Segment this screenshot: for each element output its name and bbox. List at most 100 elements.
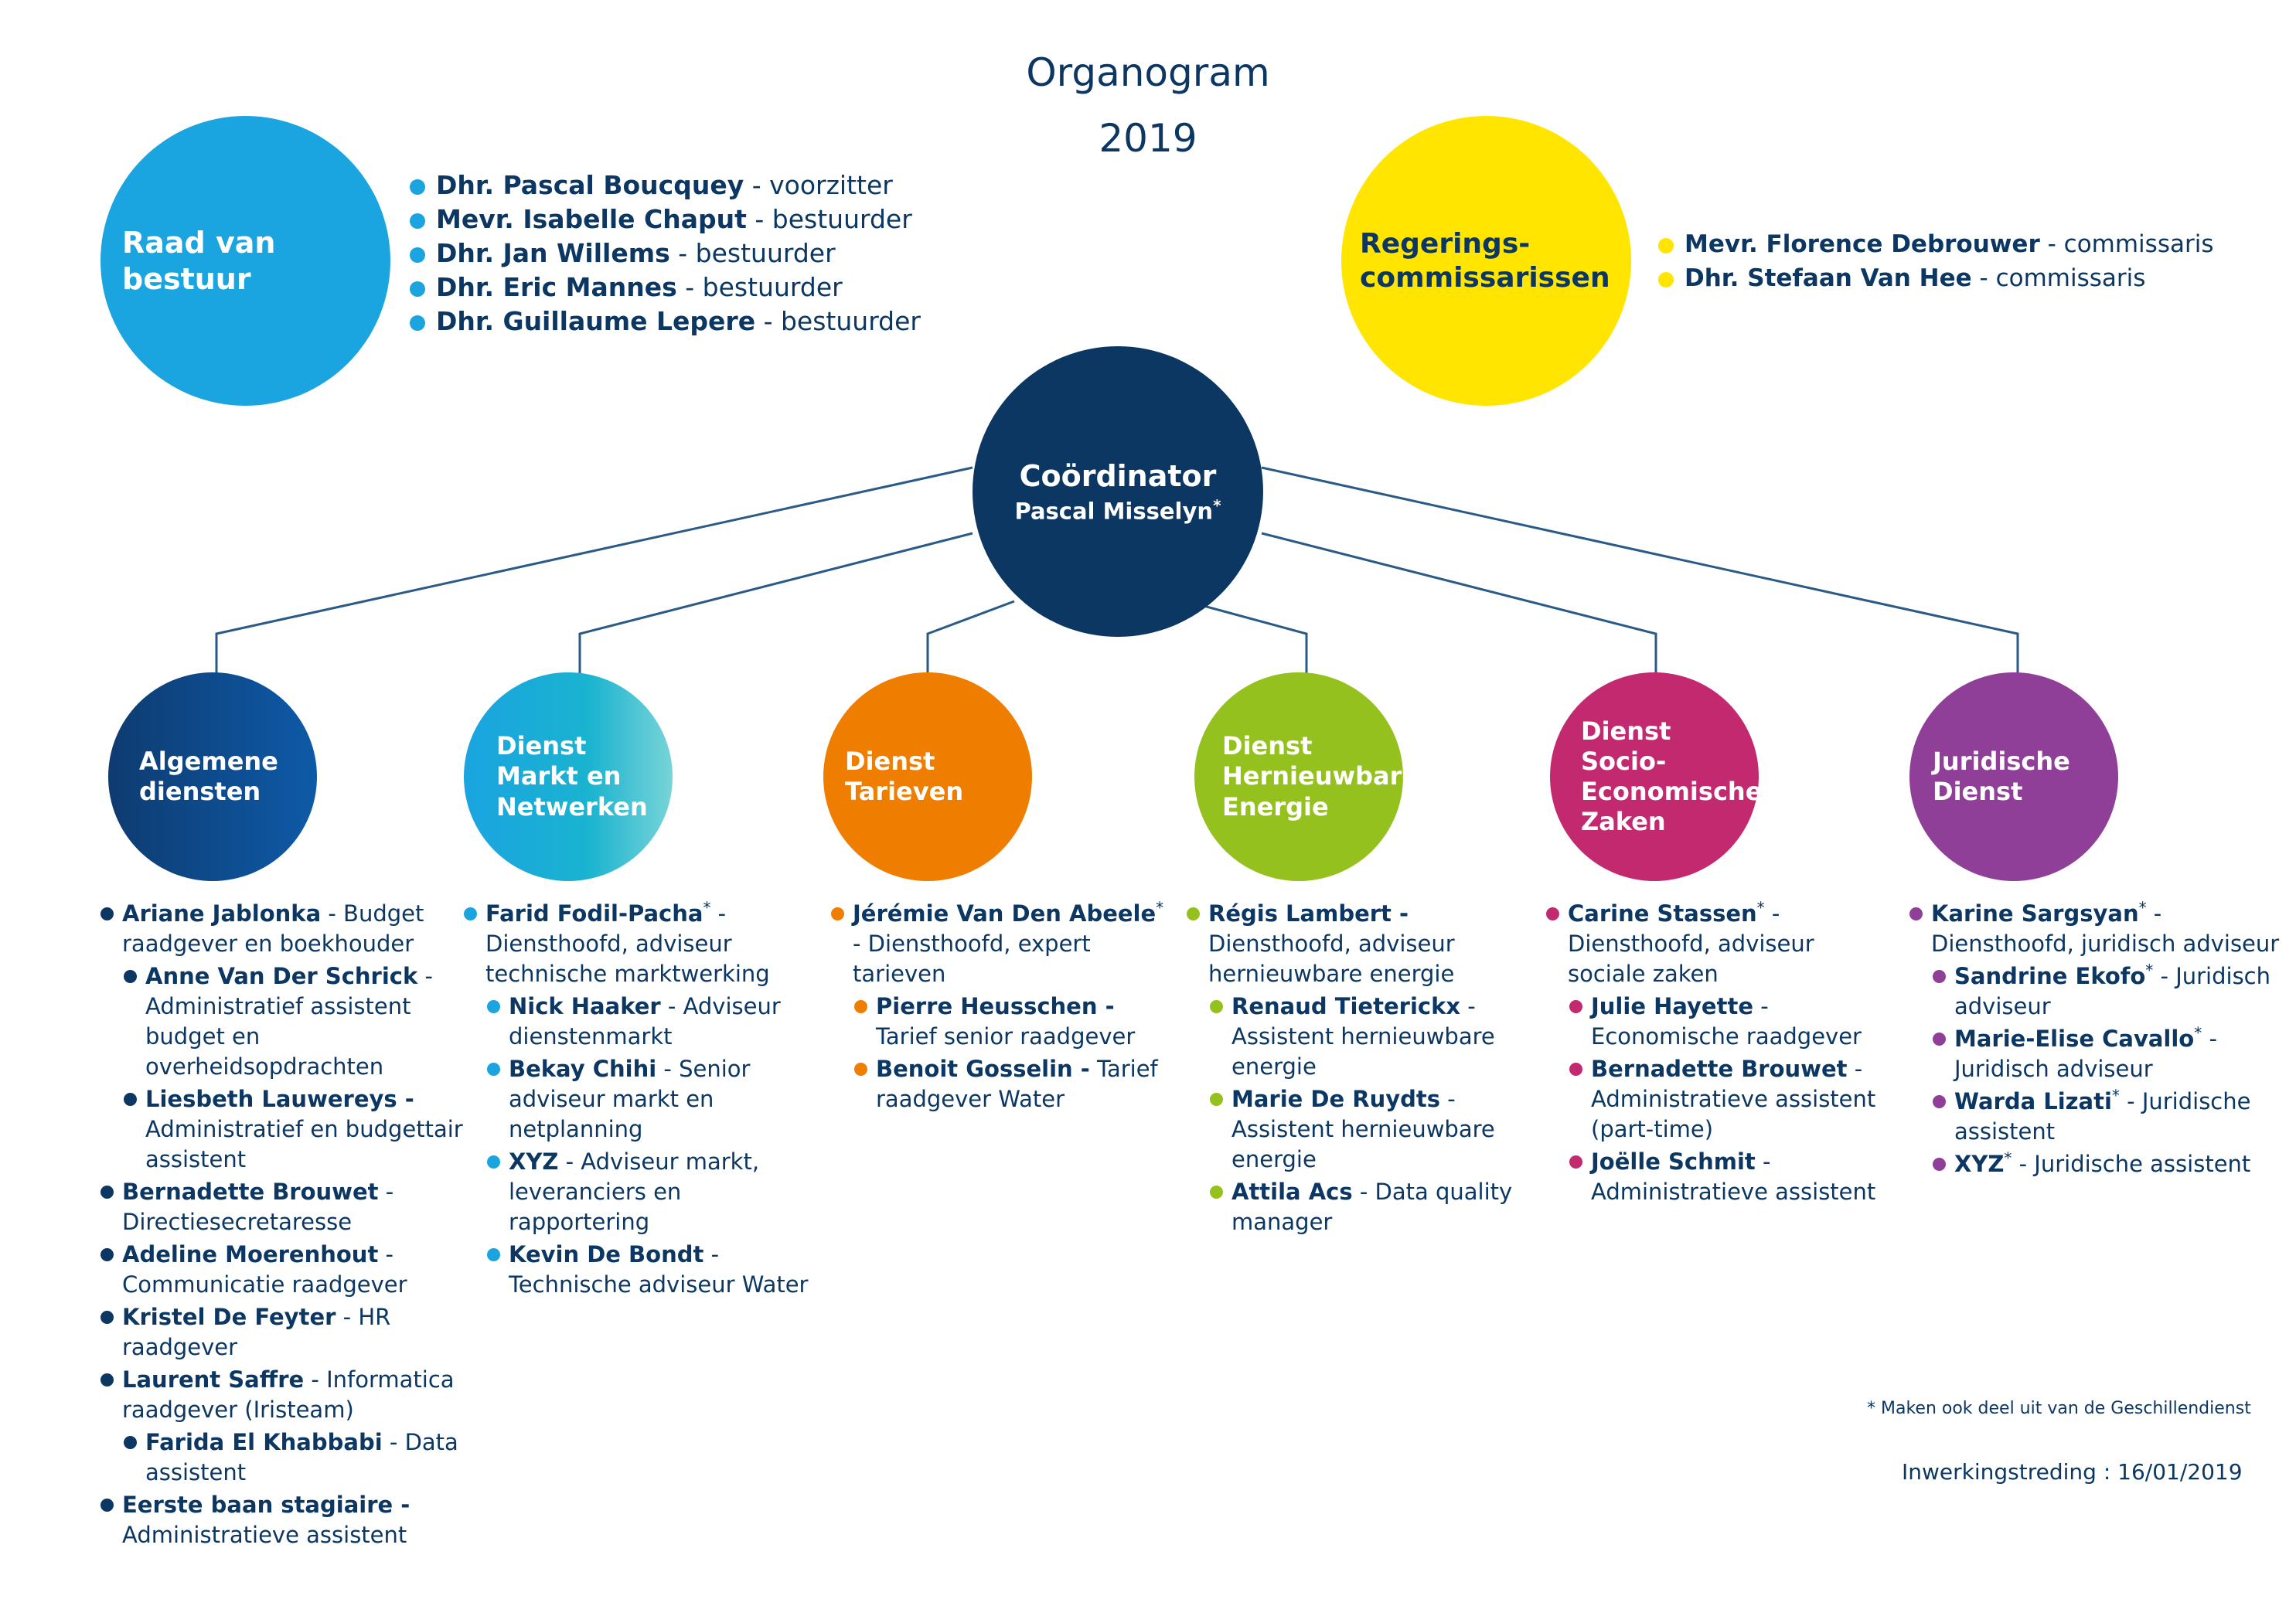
connector-tarieven bbox=[926, 600, 1015, 680]
bullet-icon bbox=[1933, 1033, 1946, 1046]
staff-entry: Renaud Tieterickx - Assistent hernieuwba… bbox=[1210, 992, 1519, 1082]
staff-name: Marie De Ruydts bbox=[1231, 1086, 1441, 1112]
staff-name: Julie Hayette bbox=[1591, 993, 1753, 1019]
staff-name: Nick Haaker bbox=[509, 993, 661, 1019]
staff-entry: Pierre Heusschen - Tarief senior raadgev… bbox=[854, 992, 1171, 1052]
staff-name: Adeline Moerenhout bbox=[122, 1241, 379, 1267]
bullet-icon bbox=[854, 1000, 867, 1013]
dept-circle-tarieven: Dienst Tarieven bbox=[823, 672, 1032, 881]
dept-label-markt: Dienst Markt en Netwerken bbox=[496, 731, 648, 822]
raad-circle: Raad van bestuur bbox=[100, 116, 390, 406]
staff-name: Bernadette Brouwet bbox=[122, 1179, 379, 1205]
staff-role: - Assistent hernieuwbare energie bbox=[1231, 993, 1495, 1080]
bullet-icon bbox=[100, 1373, 114, 1387]
staff-entry: Karine Sargsyan* - Diensthoofd, juridisc… bbox=[1909, 899, 2288, 959]
staff-name: Ariane Jablonka bbox=[122, 900, 322, 927]
footnote-mark: * bbox=[2111, 1086, 2120, 1105]
staff-name: Benoit Gosselin - bbox=[876, 1056, 1090, 1082]
staff-list-hernieuwbare: Régis Lambert - Diensthoofd, adviseur he… bbox=[1187, 899, 1519, 1240]
dept-circle-socio: Dienst Socio- Economische Zaken bbox=[1550, 672, 1763, 881]
bullet-icon bbox=[100, 907, 114, 920]
bullet-icon bbox=[100, 1311, 114, 1324]
staff-role: - Diensthoofd, adviseur technische markt… bbox=[485, 900, 770, 987]
footnote: * Maken ook deel uit van de Geschillendi… bbox=[1867, 1399, 2251, 1418]
connector-markt bbox=[578, 532, 973, 680]
staff-list-juridisch: Karine Sargsyan* - Diensthoofd, juridisc… bbox=[1909, 899, 2288, 1182]
staff-name: XYZ bbox=[1954, 1151, 2005, 1177]
staff-entry: Ariane Jablonka - Budget raadgever en bo… bbox=[100, 899, 464, 959]
staff-name: Farid Fodil-Pacha bbox=[485, 900, 703, 927]
bullet-icon bbox=[1210, 1000, 1223, 1013]
bullet-icon bbox=[410, 213, 425, 229]
staff-role: - Economische raadgever bbox=[1591, 993, 1862, 1050]
raad-member: Dhr. Jan Willems - bestuurder bbox=[410, 236, 921, 270]
bullet-icon bbox=[1210, 1186, 1223, 1199]
dept-circle-algemene: Algemene diensten bbox=[108, 672, 317, 881]
staff-role: Tarief raadgever Water bbox=[876, 1056, 1158, 1112]
bullet-icon bbox=[1909, 907, 1923, 920]
raad-member: Mevr. Isabelle Chaput - bestuurder bbox=[410, 202, 921, 236]
raad-members: Dhr. Pascal Boucquey - voorzitter Mevr. … bbox=[410, 168, 921, 339]
staff-name: Laurent Saffre bbox=[122, 1366, 305, 1393]
dept-label-tarieven: Dienst Tarieven bbox=[845, 746, 964, 806]
staff-entry: Sandrine Ekofo* - Juridisch adviseur bbox=[1933, 961, 2288, 1022]
staff-role: - Diensthoofd, expert tarieven bbox=[853, 931, 1091, 987]
footnote-mark: * bbox=[1756, 898, 1765, 917]
staff-role: Administratief en budgettair assistent bbox=[145, 1116, 463, 1172]
bullet-icon bbox=[487, 1248, 500, 1261]
footnote-mark: * bbox=[2004, 1148, 2012, 1168]
staff-entry: Farid Fodil-Pacha* - Diensthoofd, advise… bbox=[464, 899, 816, 989]
bullet-icon bbox=[100, 1186, 114, 1199]
bullet-icon bbox=[1210, 1093, 1223, 1106]
dept-label-socio: Dienst Socio- Economische Zaken bbox=[1581, 716, 1763, 837]
staff-entry: Jérémie Van Den Abeele* - Diensthoofd, e… bbox=[831, 899, 1171, 989]
bullet-icon bbox=[1933, 970, 1946, 983]
staff-entry: Bernadette Brouwet - Directiesecretaress… bbox=[100, 1177, 464, 1237]
staff-entry: Liesbeth Lauwereys - Administratief en b… bbox=[124, 1084, 464, 1175]
staff-role: Tarief senior raadgever bbox=[876, 1023, 1136, 1050]
staff-role: - Adviseur dienstenmarkt bbox=[509, 993, 781, 1050]
staff-role: - Communicatie raadgever bbox=[122, 1241, 407, 1298]
staff-role: - HR raadgever bbox=[122, 1304, 391, 1360]
bullet-icon bbox=[831, 907, 844, 920]
bullet-icon bbox=[410, 315, 425, 331]
bullet-icon bbox=[410, 179, 425, 195]
regering-member: Mevr. Florence Debrouwer - commissaris bbox=[1658, 227, 2213, 261]
bullet-icon bbox=[464, 907, 477, 920]
bullet-icon bbox=[124, 1093, 137, 1106]
dept-circle-juridisch: Juridische Dienst bbox=[1909, 672, 2118, 881]
dept-label-algemene: Algemene diensten bbox=[139, 746, 278, 806]
staff-role: - Diensthoofd, adviseur sociale zaken bbox=[1568, 900, 1814, 987]
bullet-icon bbox=[1546, 907, 1559, 920]
page-title: Organogram bbox=[1026, 50, 1270, 95]
staff-name: Pierre Heusschen - bbox=[876, 993, 1115, 1019]
staff-role: Diensthoofd, adviseur hernieuwbare energ… bbox=[1208, 931, 1455, 987]
bullet-icon bbox=[410, 247, 425, 263]
staff-name: Régis Lambert - bbox=[1208, 900, 1409, 927]
staff-role: - Diensthoofd, juridisch adviseur bbox=[1931, 900, 2280, 957]
staff-role: - Adviseur markt, leveranciers en rappor… bbox=[509, 1148, 760, 1235]
staff-name: Anne Van Der Schrick bbox=[145, 963, 418, 989]
staff-role: - Data assistent bbox=[145, 1429, 458, 1485]
dept-label-juridisch: Juridische Dienst bbox=[1933, 746, 2070, 806]
bullet-icon bbox=[1933, 1158, 1946, 1171]
regering-members: Mevr. Florence Debrouwer - commissaris D… bbox=[1658, 227, 2213, 295]
bullet-icon bbox=[410, 281, 425, 297]
staff-role: - Administratieve assistent bbox=[1591, 1148, 1876, 1205]
staff-entry: Attila Acs - Data quality manager bbox=[1210, 1177, 1519, 1237]
staff-name: Farida El Khabbabi bbox=[145, 1429, 383, 1455]
staff-entry: XYZ* - Juridische assistent bbox=[1933, 1149, 2288, 1179]
coordinator-name: Pascal Misselyn bbox=[1014, 498, 1214, 525]
staff-name: Joëlle Schmit bbox=[1591, 1148, 1756, 1175]
staff-list-socio: Carine Stassen* - Diensthoofd, adviseur … bbox=[1546, 899, 1886, 1210]
staff-entry: XYZ - Adviseur markt, leveranciers en ra… bbox=[487, 1147, 816, 1237]
staff-entry: Marie-Elise Cavallo* - Juridisch adviseu… bbox=[1933, 1024, 2288, 1084]
staff-name: Attila Acs bbox=[1231, 1179, 1353, 1205]
raad-member: Dhr. Pascal Boucquey - voorzitter bbox=[410, 168, 921, 202]
staff-list-algemene: Ariane Jablonka - Budget raadgever en bo… bbox=[100, 899, 464, 1553]
bullet-icon bbox=[1933, 1095, 1946, 1108]
staff-entry: Eerste baan stagiaire - Administratieve … bbox=[100, 1490, 464, 1550]
dept-label-hernieuwbare: Dienst Hernieuwbare Energie bbox=[1222, 731, 1419, 822]
raad-member: Dhr. Guillaume Lepere - bestuurder bbox=[410, 305, 921, 339]
